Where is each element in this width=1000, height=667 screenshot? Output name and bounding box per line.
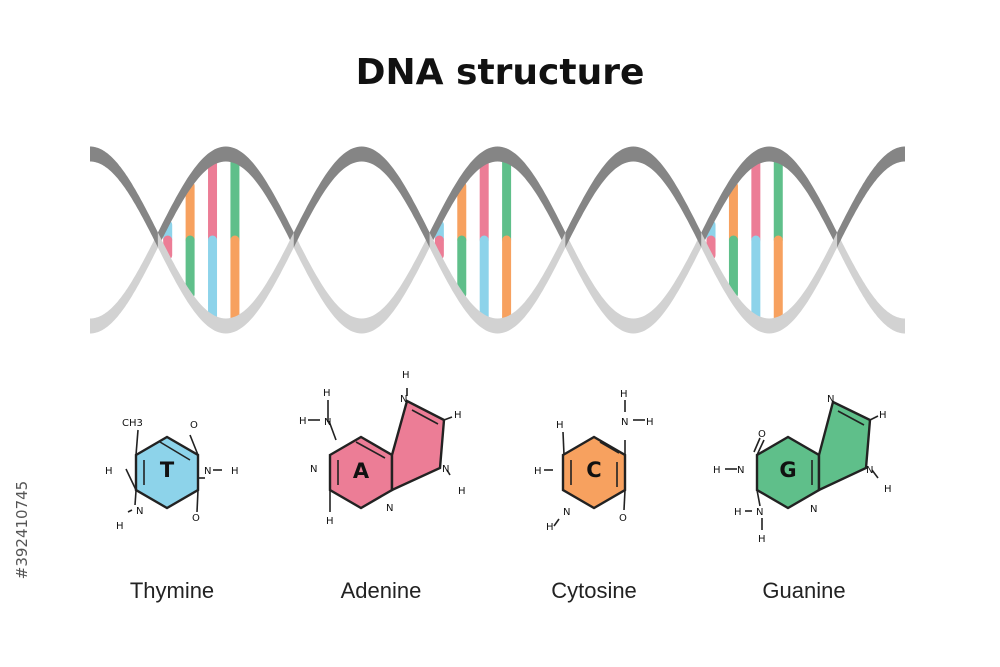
guanine-label: N xyxy=(756,507,763,518)
thymine-label: H xyxy=(231,466,239,477)
thymine-label: N xyxy=(136,506,143,517)
adenine-molecule: A H H N N H N H N N H N xyxy=(299,370,466,527)
adenine-label: N xyxy=(324,417,331,428)
thymine-molecule: T CH3 O H N H H N O xyxy=(105,418,239,532)
helix-strand-segment xyxy=(837,232,905,334)
helix-strand-segment xyxy=(157,146,294,248)
guanine-label: N xyxy=(737,465,744,476)
guanine-label: H xyxy=(884,484,892,495)
cytosine-label-name: Cytosine xyxy=(551,578,637,603)
adenine-label: H xyxy=(454,410,462,421)
cytosine-label: H xyxy=(534,466,542,477)
cytosine-label: H xyxy=(646,417,654,428)
thymine-letter: T xyxy=(160,458,175,482)
helix-strand-segment xyxy=(565,232,702,334)
thymine-label-name: Thymine xyxy=(129,578,215,603)
guanine-letter: G xyxy=(779,458,796,482)
adenine-label: N xyxy=(386,503,393,514)
helix-strand-segment xyxy=(429,146,566,248)
guanine-five-ring xyxy=(817,400,872,492)
guanine-label: H xyxy=(734,507,742,518)
cytosine-label: H xyxy=(546,522,554,533)
thymine-label: CH3 xyxy=(122,418,143,429)
helix-strand-segment xyxy=(837,146,905,248)
adenine-label: N xyxy=(442,464,449,475)
guanine-label-name: Guanine xyxy=(762,578,846,603)
cytosine-label: O xyxy=(619,513,627,524)
helix-strands xyxy=(90,146,905,334)
guanine-label: O xyxy=(758,429,766,440)
guanine-molecule: G O N H H N H N N N H xyxy=(713,394,892,545)
guanine-label: N xyxy=(810,504,817,515)
cytosine-label: H xyxy=(620,389,628,400)
helix-strand-segment xyxy=(701,146,838,248)
helix-strand-segment xyxy=(293,232,430,334)
stock-id-watermark: #392410745 xyxy=(12,430,32,630)
thymine-label: N xyxy=(204,466,211,477)
helix-strand-segment xyxy=(293,146,430,248)
cytosine-label: H xyxy=(556,420,564,431)
cytosine-label: N xyxy=(563,507,570,518)
stock-id-text: #392410745 xyxy=(13,480,31,580)
adenine-label: H xyxy=(458,486,466,497)
helix-strand-segment xyxy=(90,232,158,334)
adenine-label-name: Adenine xyxy=(340,578,422,603)
adenine-label: H xyxy=(402,370,410,381)
guanine-label: H xyxy=(713,465,721,476)
thymine-label: O xyxy=(192,513,200,524)
adenine-label: H xyxy=(326,516,334,527)
guanine-label: H xyxy=(758,534,766,545)
helix-strand-segment xyxy=(565,146,702,248)
cytosine-letter: C xyxy=(586,458,601,482)
cytosine-label: N xyxy=(621,417,628,428)
thymine-label: O xyxy=(190,420,198,431)
guanine-label: H xyxy=(879,410,887,421)
helix-strand-segment xyxy=(429,232,566,334)
adenine-label: H xyxy=(299,416,307,427)
guanine-label: N xyxy=(866,465,873,476)
adenine-five-ring xyxy=(390,399,446,492)
page-title: DNA structure xyxy=(355,52,645,93)
thymine-label: H xyxy=(105,466,113,477)
adenine-label: N xyxy=(310,464,317,475)
adenine-label: N xyxy=(400,394,407,405)
cytosine-molecule: C H H N H H H N O N H xyxy=(534,389,654,533)
adenine-letter: A xyxy=(353,459,370,483)
adenine-label: H xyxy=(323,388,331,399)
guanine-label: N xyxy=(827,394,834,405)
thymine-label: H xyxy=(116,521,124,532)
helix-strand-segment xyxy=(701,232,838,334)
helix-strand-segment xyxy=(90,146,158,248)
helix-strand-segment xyxy=(157,232,294,334)
